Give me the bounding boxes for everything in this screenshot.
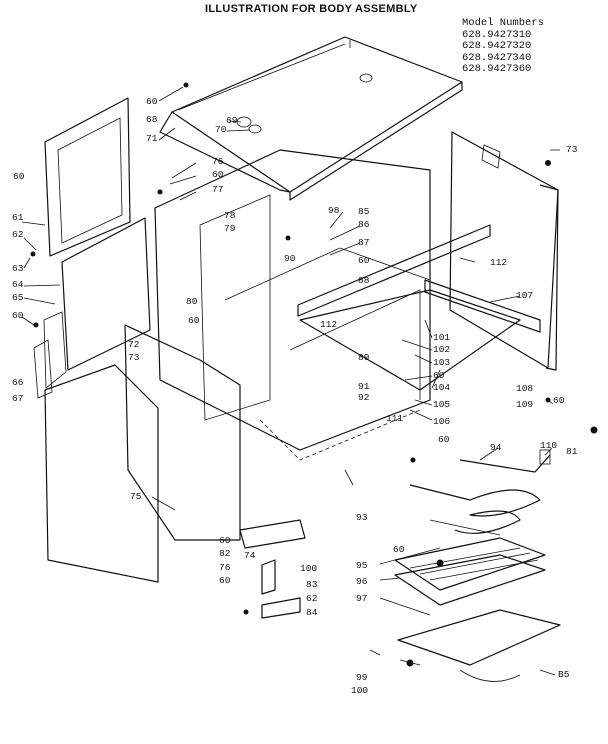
callout-label: 112 [490, 257, 508, 268]
oven-frame [297, 224, 541, 391]
callout-label: B5 [558, 669, 570, 680]
callout-label: 69 [226, 115, 238, 126]
callout-label: 81 [566, 446, 578, 457]
broiler-element [409, 449, 551, 536]
callout-label: 67 [12, 393, 24, 404]
callout-label: 104 [433, 382, 451, 393]
lower-drawer-parts [239, 519, 421, 666]
top-panel [159, 36, 463, 201]
callout-label: 60 [553, 395, 565, 406]
leader-lines [21, 86, 560, 676]
callout-label: 60 [438, 434, 450, 445]
callout-label: 101 [433, 332, 451, 343]
model-number: 628.9427360 [462, 63, 532, 75]
callout-label: 60 [188, 315, 200, 326]
callout-label: 60 [219, 535, 231, 546]
callout-label: 95 [356, 560, 368, 571]
callout-label: 74 [244, 550, 256, 561]
callout-label: 62 [306, 593, 318, 604]
callout-label: 66 [12, 377, 24, 388]
callout-label: 77 [212, 184, 224, 195]
callout-label: 65 [12, 292, 24, 303]
callout-label: 91 [358, 381, 370, 392]
callout-label: 60 [12, 310, 24, 321]
callout-label: 73 [128, 352, 140, 363]
callout-label: 89 [358, 352, 370, 363]
broiler-pan [394, 537, 561, 682]
callout-label: 60 [358, 255, 370, 266]
callout-label: 71 [146, 133, 158, 144]
callout-label: 60 [13, 171, 25, 182]
callout-label: 106 [433, 416, 451, 427]
front-door-panel [44, 324, 241, 583]
model-numbers-heading: Model Numbers [462, 17, 544, 29]
callout-label: 112 [320, 319, 338, 330]
callout-label: 98 [328, 205, 340, 216]
callout-label: 86 [358, 219, 370, 230]
callout-label: 60 [212, 169, 224, 180]
callout-label: 94 [490, 442, 502, 453]
callout-label: 60 [433, 370, 445, 381]
callout-label: 103 [433, 357, 451, 368]
model-number: 628.9427320 [462, 40, 532, 52]
callout-label: 99 [356, 672, 368, 683]
callout-label: 109 [516, 399, 534, 410]
callout-label: 100 [351, 685, 369, 696]
callout-label: 62 [12, 229, 24, 240]
left-side-panel [33, 97, 151, 399]
callout-label: 92 [358, 392, 370, 403]
callout-label: 73 [566, 144, 578, 155]
diagram-title: ILLUSTRATION FOR BODY ASSEMBLY [205, 3, 418, 15]
callout-label: 111 [386, 413, 404, 424]
callout-label: 61 [12, 212, 24, 223]
body-cabinet [154, 149, 431, 461]
callout-label: 84 [306, 607, 318, 618]
callout-label: 76 [212, 156, 224, 167]
model-number: 628.9427310 [462, 28, 532, 41]
callout-label: 60 [219, 575, 231, 586]
callout-label: 63 [12, 263, 24, 274]
callout-label: 82 [219, 548, 231, 559]
callout-label: 93 [356, 512, 368, 523]
callout-label: 107 [516, 290, 534, 301]
model-numbers-block: Model Numbers 628.9427310 628.9427320 62… [462, 17, 544, 76]
fasteners [30, 82, 598, 667]
callout-label: 80 [186, 296, 198, 307]
callout-label: 100 [300, 563, 318, 574]
right-side-panel [449, 131, 559, 371]
callout-label: 105 [433, 399, 451, 410]
callout-label: 110 [540, 440, 558, 451]
callout-label: 76 [219, 562, 231, 573]
callout-label: 75 [130, 491, 142, 502]
model-number: 628.9427340 [462, 51, 532, 64]
callout-label: 60 [146, 96, 158, 107]
callout-label: 68 [146, 114, 158, 125]
callout-label: 70 [215, 124, 227, 135]
callout-label: 72 [128, 339, 140, 350]
callout-label: 102 [433, 344, 451, 355]
callout-label: 79 [224, 223, 236, 234]
callout-label: 60 [393, 544, 405, 555]
callout-label: 97 [356, 593, 368, 604]
callout-label: 83 [306, 579, 318, 590]
callout-label: 85 [358, 206, 370, 217]
callout-label: 90 [284, 253, 296, 264]
callout-label: 96 [356, 576, 368, 587]
callout-label: 78 [224, 210, 236, 221]
callout-label: 87 [358, 237, 370, 248]
callout-label: 108 [516, 383, 534, 394]
callout-label: 88 [358, 275, 370, 286]
callout-label: 64 [12, 279, 24, 290]
